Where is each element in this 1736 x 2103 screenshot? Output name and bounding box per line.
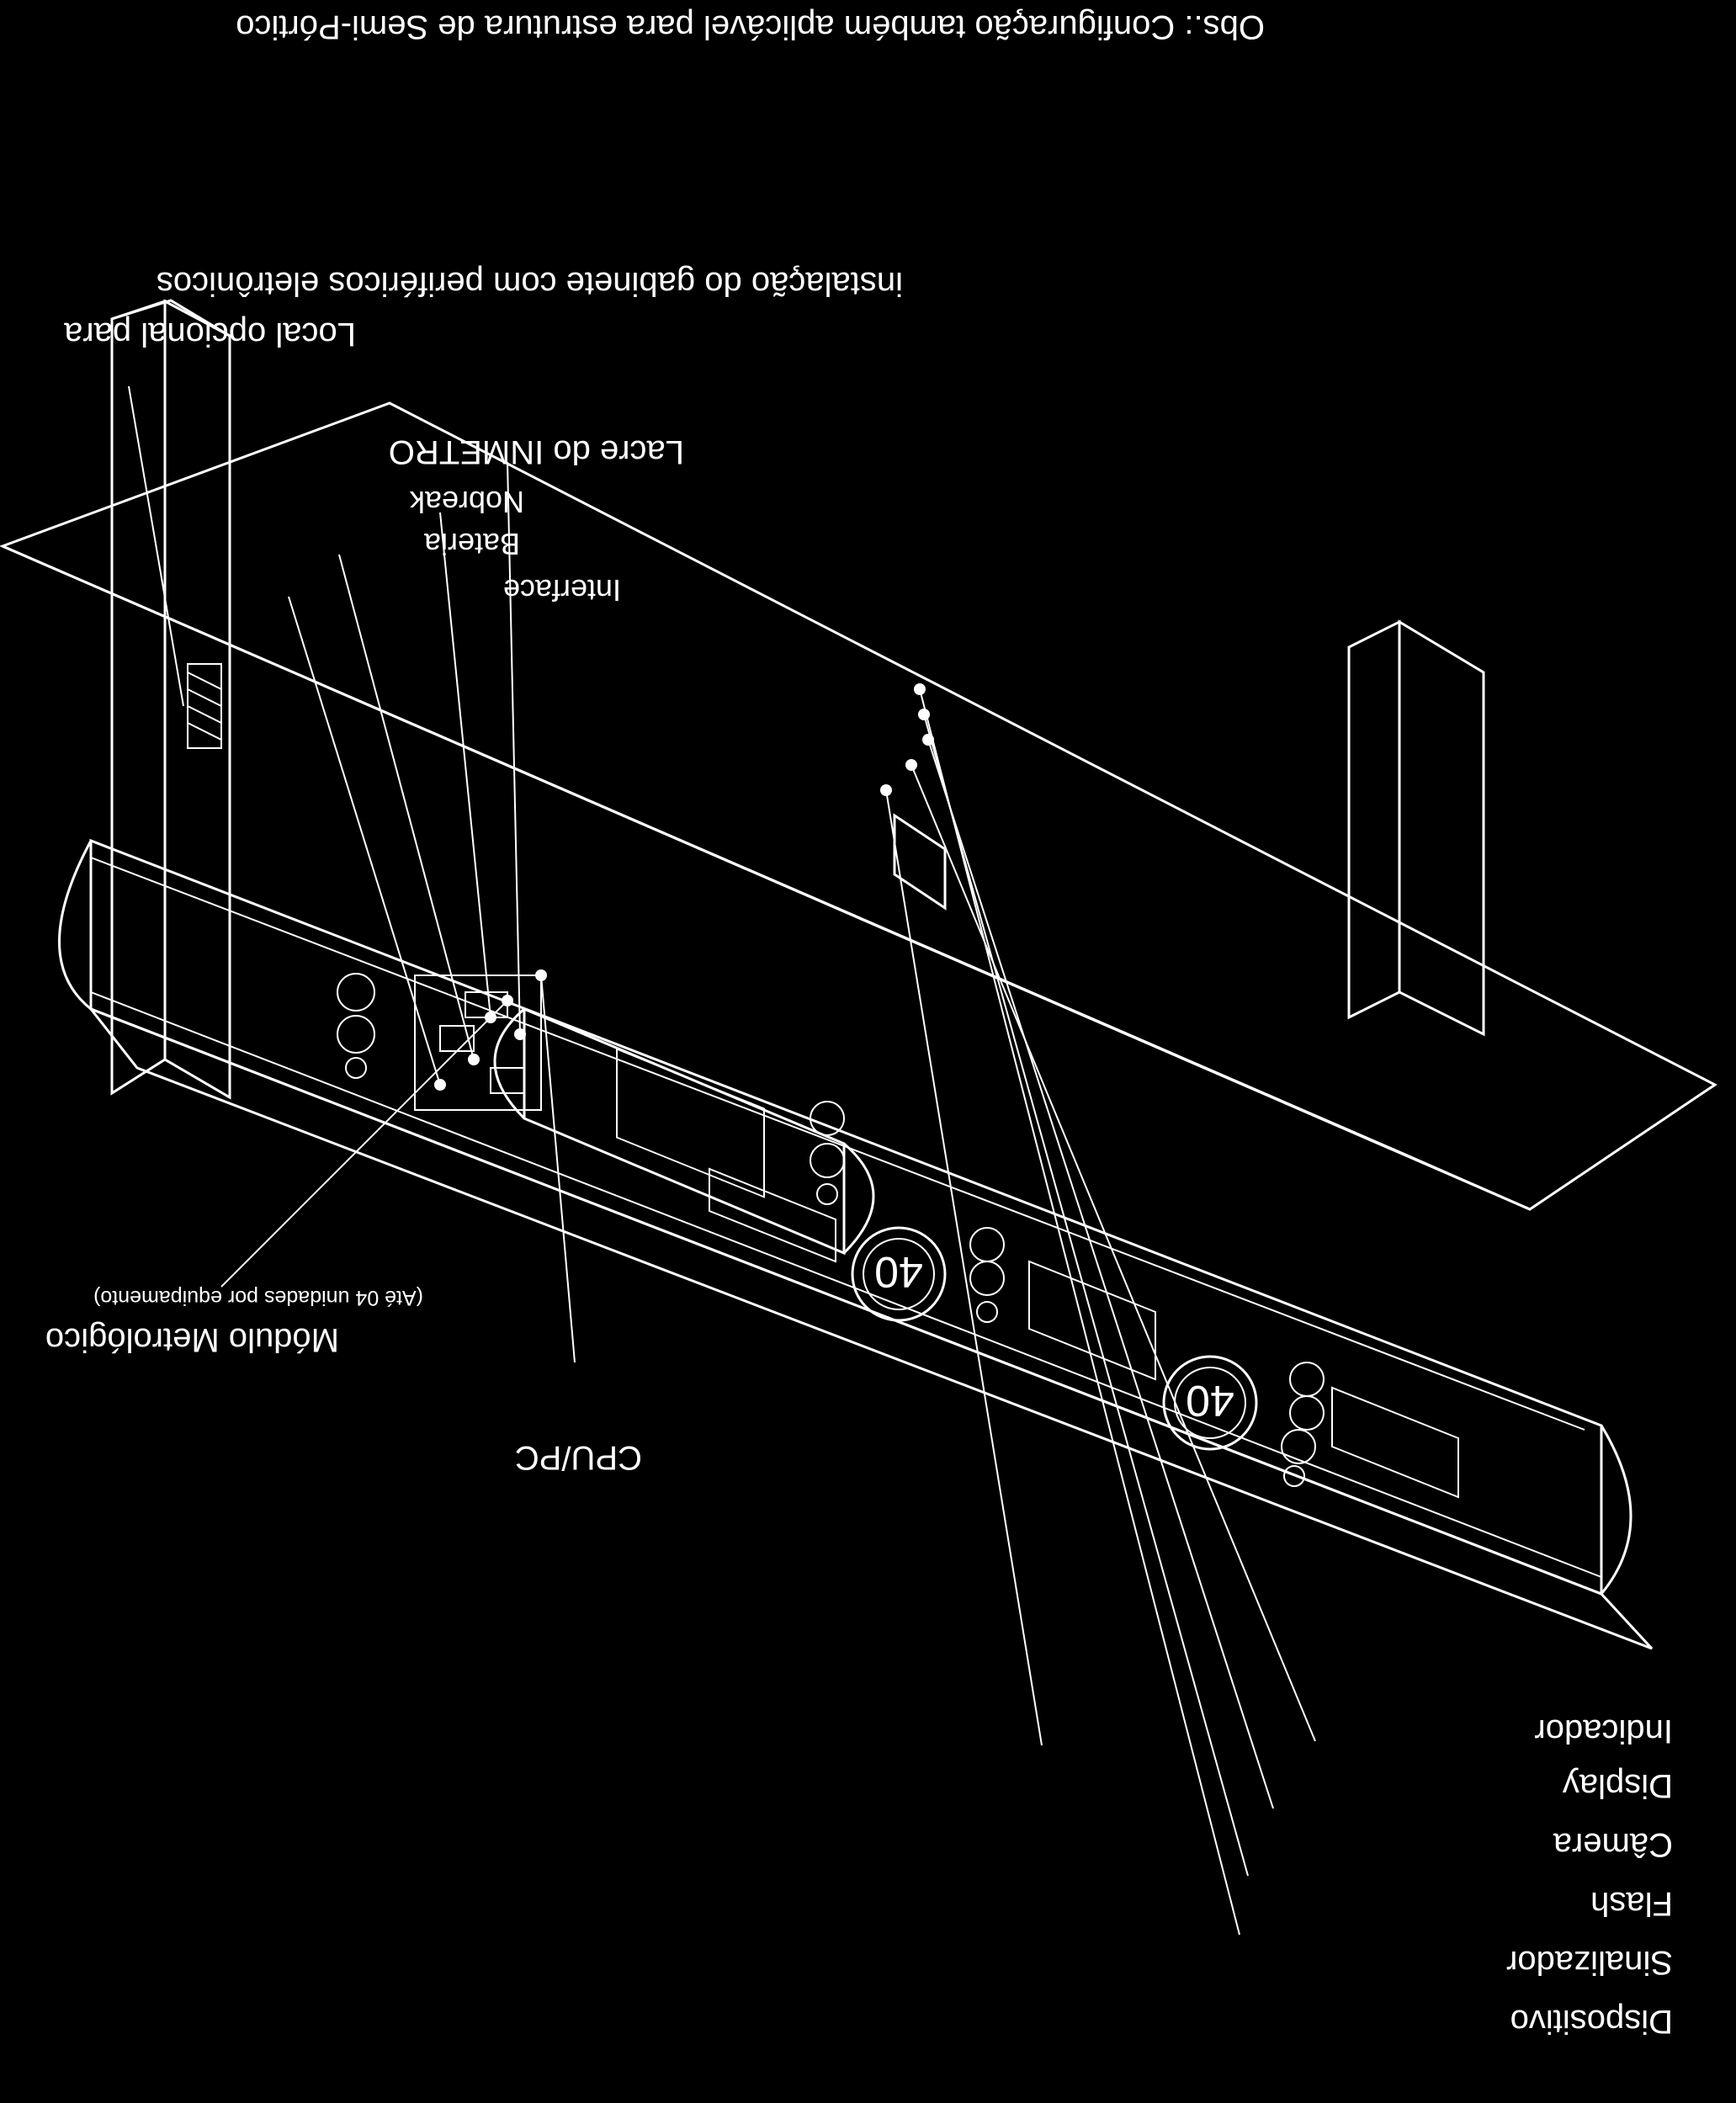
- modulo-label: Módulo Metrológico: [45, 1321, 339, 1358]
- display-label: Display: [1563, 1767, 1673, 1804]
- cabinet-housing: [523, 1006, 846, 1256]
- leader-lines: [220, 461, 1316, 1936]
- dispositivo-label: Dispositivo: [1510, 2003, 1673, 2040]
- camera-label: Câmera: [1553, 1826, 1673, 1863]
- bateria-label: Bateria: [423, 527, 520, 561]
- svg-text:40: 40: [874, 1247, 923, 1296]
- sinalizador-label: Sinalizador: [1506, 1944, 1673, 1981]
- optional-cabinet-hatch: [187, 663, 222, 749]
- note-text: Obs.: Configuração também aplicável para…: [236, 8, 1265, 45]
- post-right: [893, 813, 947, 911]
- electronics-module: [414, 974, 542, 1111]
- hatch-lines: [187, 672, 222, 741]
- lacre-label: Lacre do INMETRO: [389, 433, 684, 470]
- nobreak-label: Nobreak: [409, 485, 524, 519]
- post-right-body: [1398, 619, 1485, 1037]
- gantry-beam-top: [87, 1006, 1654, 1650]
- interface-label: Interface: [503, 573, 621, 608]
- svg-text:40: 40: [1186, 1376, 1234, 1425]
- post-left: [163, 299, 231, 1100]
- cabinet-window: [616, 1048, 765, 1198]
- display-panel-2: [1331, 1386, 1459, 1499]
- indicador-label: Indicador: [1534, 1713, 1673, 1750]
- optional-label-line1: Local opcional para: [63, 316, 356, 353]
- speed-sign-1: 40: [851, 1226, 947, 1322]
- device-circle: [337, 973, 375, 1012]
- gantry-beam: [89, 838, 1603, 1596]
- flash-label: Flash: [1590, 1885, 1673, 1922]
- optional-label-line2: instalação do gabinete com periféricos e…: [157, 265, 903, 302]
- speed-sign-2: 40: [1162, 1355, 1258, 1451]
- road-edge: [2, 544, 1531, 1211]
- post-left-side: [110, 299, 167, 1096]
- cpu-label: CPU/PC: [515, 1439, 642, 1476]
- modulo-note: (Até 04 unidades por equipamento): [93, 1286, 423, 1309]
- road-plane: [0, 401, 1717, 1211]
